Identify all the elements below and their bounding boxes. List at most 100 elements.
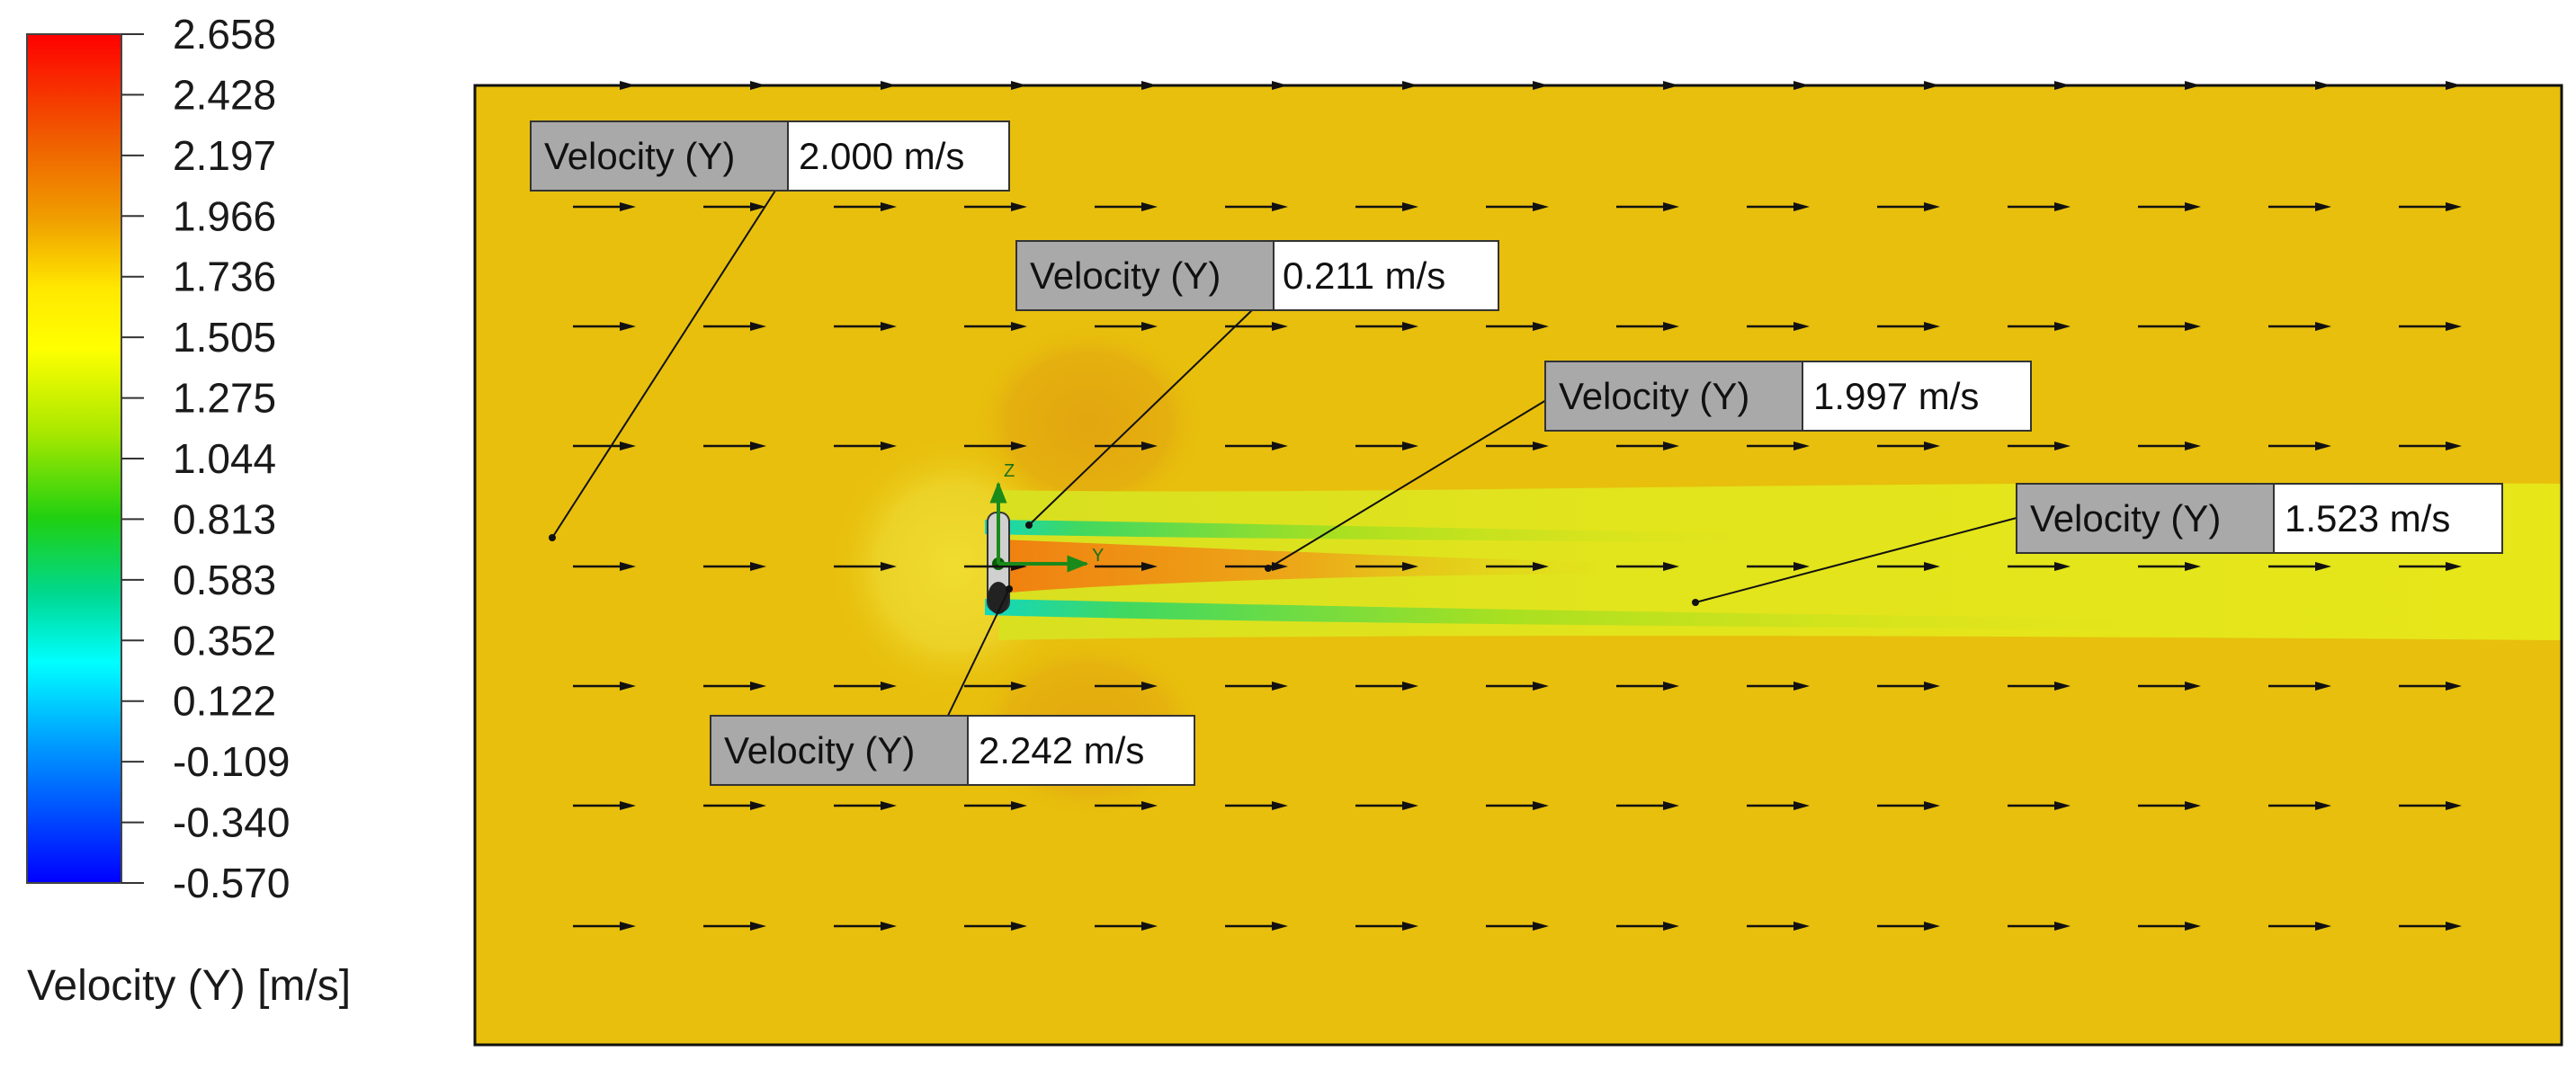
velocity-arrow (1616, 922, 1679, 931)
velocity-arrow (2138, 562, 2201, 571)
velocity-arrow (2268, 801, 2331, 810)
legend-title: Velocity (Y) [m/s] (27, 962, 351, 1010)
probe-5-point (1006, 585, 1013, 593)
probe-4-label: Velocity (Y) (2030, 497, 2221, 539)
velocity-arrow (1095, 202, 1158, 211)
velocity-arrow (1225, 801, 1288, 810)
velocity-arrow (964, 202, 1027, 211)
velocity-arrow (1747, 202, 1810, 211)
velocity-arrow (834, 562, 897, 571)
velocity-arrow (1877, 682, 1940, 691)
velocity-arrow (834, 202, 897, 211)
velocity-arrow (1355, 922, 1418, 931)
velocity-arrow (1486, 922, 1549, 931)
wake-core (998, 539, 1601, 593)
upper-lobe (971, 324, 1205, 522)
velocity-arrow (1355, 441, 1418, 450)
velocity-arrow (1616, 441, 1679, 450)
velocity-arrow (1747, 562, 1810, 571)
legend-tick-label: 1.966 (173, 192, 276, 239)
probe-4-point (1692, 599, 1699, 606)
probe-2-leader (1028, 309, 1253, 526)
legend-tick-label: -0.340 (173, 799, 290, 846)
velocity-arrow (573, 441, 636, 450)
probe-3-leader (1267, 397, 1552, 569)
velocity-arrow (1747, 922, 1810, 931)
velocity-arrow (964, 322, 1027, 331)
velocity-arrow (703, 922, 766, 931)
velocity-arrow (573, 682, 636, 691)
velocity-arrow (964, 922, 1027, 931)
velocity-arrow (1486, 441, 1549, 450)
velocity-arrow (1225, 922, 1288, 931)
legend-tick-label: 0.583 (173, 557, 276, 603)
probe-2-callout: Velocity (Y) 0.211 m/s (1015, 240, 1499, 311)
velocity-arrow (573, 322, 636, 331)
velocity-arrow (834, 801, 897, 810)
probe-2-point (1025, 522, 1033, 529)
velocity-arrow (2008, 322, 2071, 331)
velocity-arrow (1616, 682, 1679, 691)
velocity-arrow (1095, 562, 1158, 571)
velocity-arrow (1877, 801, 1940, 810)
legend-ticks: 2.6582.4282.1971.9661.7361.5051.2751.044… (121, 11, 290, 906)
velocity-arrow (1225, 202, 1288, 211)
velocity-arrow (1877, 922, 1940, 931)
velocity-arrow (2138, 202, 2201, 211)
legend-tick-label: 1.736 (173, 254, 276, 300)
velocity-arrow (1486, 562, 1549, 571)
velocity-arrow (2008, 441, 2071, 450)
velocity-arrow (2399, 202, 2462, 211)
velocity-arrow (573, 202, 636, 211)
velocity-arrow (1747, 441, 1810, 450)
velocity-arrow (834, 682, 897, 691)
velocity-arrow (1225, 682, 1288, 691)
probe-3-value: 1.997 m/s (1813, 375, 1979, 417)
velocity-arrow (573, 562, 636, 571)
velocity-arrow (2008, 202, 2071, 211)
upper-shear-layer (985, 520, 1763, 543)
velocity-arrow (2268, 322, 2331, 331)
velocity-arrow (1095, 441, 1158, 450)
velocity-arrow (1616, 801, 1679, 810)
probe-5-leader (945, 588, 1010, 720)
velocity-arrow (1747, 322, 1810, 331)
velocity-arrow (2008, 562, 2071, 571)
probe-5-label: Velocity (Y) (724, 729, 915, 771)
velocity-arrow (2268, 441, 2331, 450)
legend-tick-label: 1.275 (173, 375, 276, 422)
velocity-arrow (1486, 801, 1549, 810)
velocity-arrow (703, 441, 766, 450)
probe-5-callout: Velocity (Y) 2.242 m/s (710, 715, 1195, 786)
legend-colorbar (26, 33, 122, 884)
velocity-arrow (1747, 682, 1810, 691)
velocity-arrow (1486, 202, 1549, 211)
velocity-arrow (2268, 202, 2331, 211)
y-axis-label: Y (1092, 546, 1104, 566)
probe-leaders (549, 190, 2017, 720)
velocity-arrow (1486, 682, 1549, 691)
color-legend: 2.6582.4282.1971.9661.7361.5051.2751.044… (26, 11, 351, 1010)
body-bottom-cap (988, 582, 1009, 614)
probe-2-value: 0.211 m/s (1283, 254, 1445, 297)
velocity-arrow (703, 322, 766, 331)
velocity-arrow (1616, 202, 1679, 211)
velocity-arrow (2008, 682, 2071, 691)
velocity-arrow (834, 322, 897, 331)
probe-1-value: 2.000 m/s (799, 135, 964, 177)
velocity-arrow (2399, 441, 2462, 450)
probe-4-callout: Velocity (Y) 1.523 m/s (2016, 483, 2503, 554)
velocity-vectors (573, 81, 2462, 931)
velocity-arrow (1747, 801, 1810, 810)
legend-tick-label: 1.044 (173, 435, 276, 482)
velocity-arrow (1355, 322, 1418, 331)
velocity-arrow (2138, 682, 2201, 691)
probe-1-label: Velocity (Y) (544, 135, 735, 177)
probe-4-value: 1.523 m/s (2285, 497, 2450, 539)
velocity-arrow (703, 562, 766, 571)
probe-3-point (1265, 565, 1272, 572)
velocity-arrow (1486, 322, 1549, 331)
probe-1-leader (551, 190, 776, 539)
velocity-arrow (2268, 562, 2331, 571)
